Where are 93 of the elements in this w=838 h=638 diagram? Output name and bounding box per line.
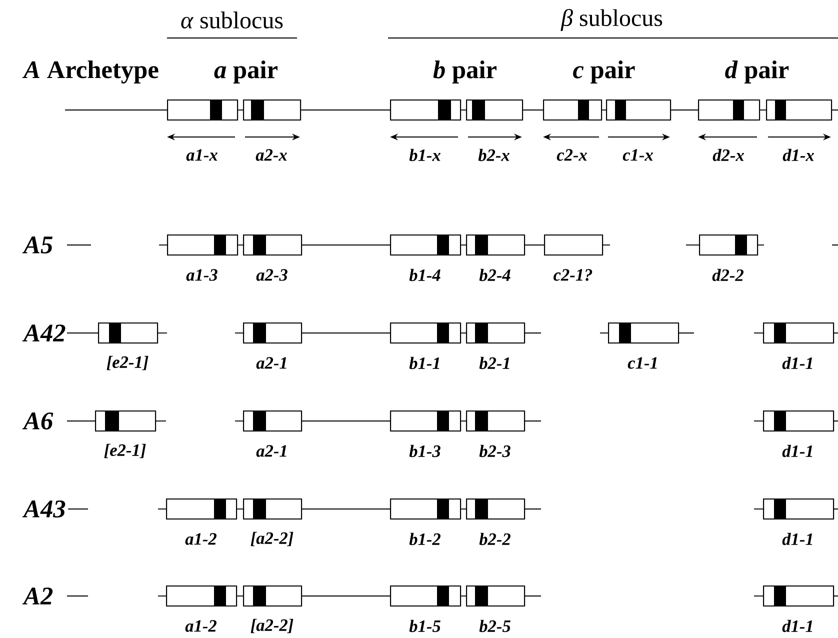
chromosome-line bbox=[302, 420, 390, 422]
gene-box bbox=[763, 585, 834, 607]
gene-box bbox=[167, 99, 238, 121]
gene-box bbox=[763, 498, 834, 520]
row-label: A2 bbox=[22, 588, 53, 604]
gene-box bbox=[243, 99, 302, 121]
gene-label: a1-x bbox=[186, 149, 218, 161]
gene-box bbox=[608, 322, 680, 344]
chromosome-line bbox=[460, 420, 466, 422]
pair-heading: a pair bbox=[214, 60, 278, 84]
gene-label: b1-3 bbox=[409, 444, 440, 458]
chromosome-line bbox=[460, 244, 466, 246]
gene-box bbox=[763, 410, 834, 432]
gene-box bbox=[390, 322, 462, 344]
pair-heading: d pair bbox=[725, 60, 789, 84]
gene-label: b2-4 bbox=[479, 268, 510, 282]
gene-label: d1-1 bbox=[782, 444, 812, 458]
gene-label: b1-1 bbox=[409, 356, 440, 370]
gene-label: b2-3 bbox=[479, 444, 510, 458]
row-label: A5 bbox=[22, 236, 52, 254]
gene-label: b1-4 bbox=[409, 268, 440, 282]
gene-box bbox=[466, 498, 526, 520]
gene-box bbox=[166, 498, 238, 520]
row-label: A43 bbox=[22, 500, 66, 518]
row-label: A6 bbox=[22, 412, 54, 430]
gene-label: [e2-1] bbox=[104, 444, 146, 458]
gene-label: a1-2 bbox=[185, 620, 216, 632]
pair-heading: b pair bbox=[433, 60, 496, 84]
gene-label: d1-1 bbox=[782, 620, 812, 632]
gene-label: b2-1 bbox=[479, 356, 510, 370]
gene-box bbox=[466, 410, 526, 432]
gene-label: [e2-1] bbox=[106, 356, 148, 370]
chromosome-line bbox=[460, 332, 466, 334]
gene-label: b2-x bbox=[478, 148, 510, 162]
chromosome-line bbox=[302, 332, 390, 334]
gene-box bbox=[466, 234, 526, 256]
gene-box bbox=[243, 585, 302, 607]
gene-box bbox=[606, 99, 672, 121]
gene-label: b2-5 bbox=[479, 620, 510, 632]
gene-label: a2-x bbox=[256, 149, 287, 161]
gene-box bbox=[466, 322, 526, 344]
gene-label: c2-x bbox=[556, 149, 587, 161]
gene-box bbox=[698, 99, 760, 121]
gene-box bbox=[243, 234, 302, 256]
gene-box bbox=[390, 585, 462, 607]
gene-box bbox=[699, 234, 758, 256]
gene-box bbox=[98, 322, 158, 344]
gene-label: a2-1 bbox=[256, 445, 286, 457]
gene-label: b1-x bbox=[409, 148, 440, 162]
gene-box bbox=[166, 585, 238, 607]
chromosome-line bbox=[238, 244, 244, 246]
gene-box bbox=[243, 322, 302, 344]
gene-box bbox=[243, 498, 302, 520]
gene-label: b1-2 bbox=[409, 532, 440, 546]
gene-label: c1-1 bbox=[628, 357, 657, 369]
chromosome-line bbox=[524, 244, 544, 246]
chromosome-line bbox=[236, 508, 244, 510]
pair-heading: A Archetype bbox=[22, 60, 158, 84]
gene-label: a2-1 bbox=[256, 357, 286, 369]
sublocus-title: α sublocus bbox=[181, 12, 283, 28]
gene-box bbox=[95, 410, 156, 432]
row-label: A42 bbox=[22, 324, 66, 342]
gene-box bbox=[390, 498, 462, 520]
gene-box bbox=[390, 99, 462, 121]
gene-box bbox=[390, 410, 462, 432]
gene-box bbox=[167, 234, 238, 256]
gene-label: [a2-2] bbox=[250, 532, 294, 546]
gene-box bbox=[466, 585, 526, 607]
gene-label: a1-3 bbox=[186, 269, 218, 281]
gene-label: a2-3 bbox=[256, 269, 288, 281]
gene-box bbox=[243, 410, 302, 432]
gene-label: b1-5 bbox=[409, 620, 440, 632]
gene-label: c2-1? bbox=[554, 269, 592, 281]
gene-label: b2-2 bbox=[479, 532, 510, 546]
chromosome-line bbox=[302, 244, 390, 246]
chromosome-line bbox=[460, 508, 466, 510]
gene-label: d1-1 bbox=[782, 532, 812, 546]
gene-label: d2-2 bbox=[712, 268, 744, 282]
gene-box bbox=[766, 99, 832, 121]
gene-box bbox=[543, 99, 602, 121]
gene-box bbox=[390, 234, 462, 256]
gene-label: d1-x bbox=[782, 148, 814, 162]
gene-box bbox=[544, 234, 604, 256]
chromosome-line bbox=[302, 508, 390, 510]
gene-label: [a2-2] bbox=[250, 618, 294, 634]
gene-box bbox=[763, 322, 834, 344]
gene-label: c1-x bbox=[622, 149, 653, 161]
sublocus-title: β sublocus bbox=[560, 9, 662, 31]
pair-heading: c pair bbox=[573, 60, 635, 84]
gene-label: a1-2 bbox=[185, 533, 216, 545]
gene-label: d1-1 bbox=[782, 356, 812, 370]
gene-label: d2-x bbox=[712, 148, 744, 162]
gene-box bbox=[466, 99, 524, 121]
